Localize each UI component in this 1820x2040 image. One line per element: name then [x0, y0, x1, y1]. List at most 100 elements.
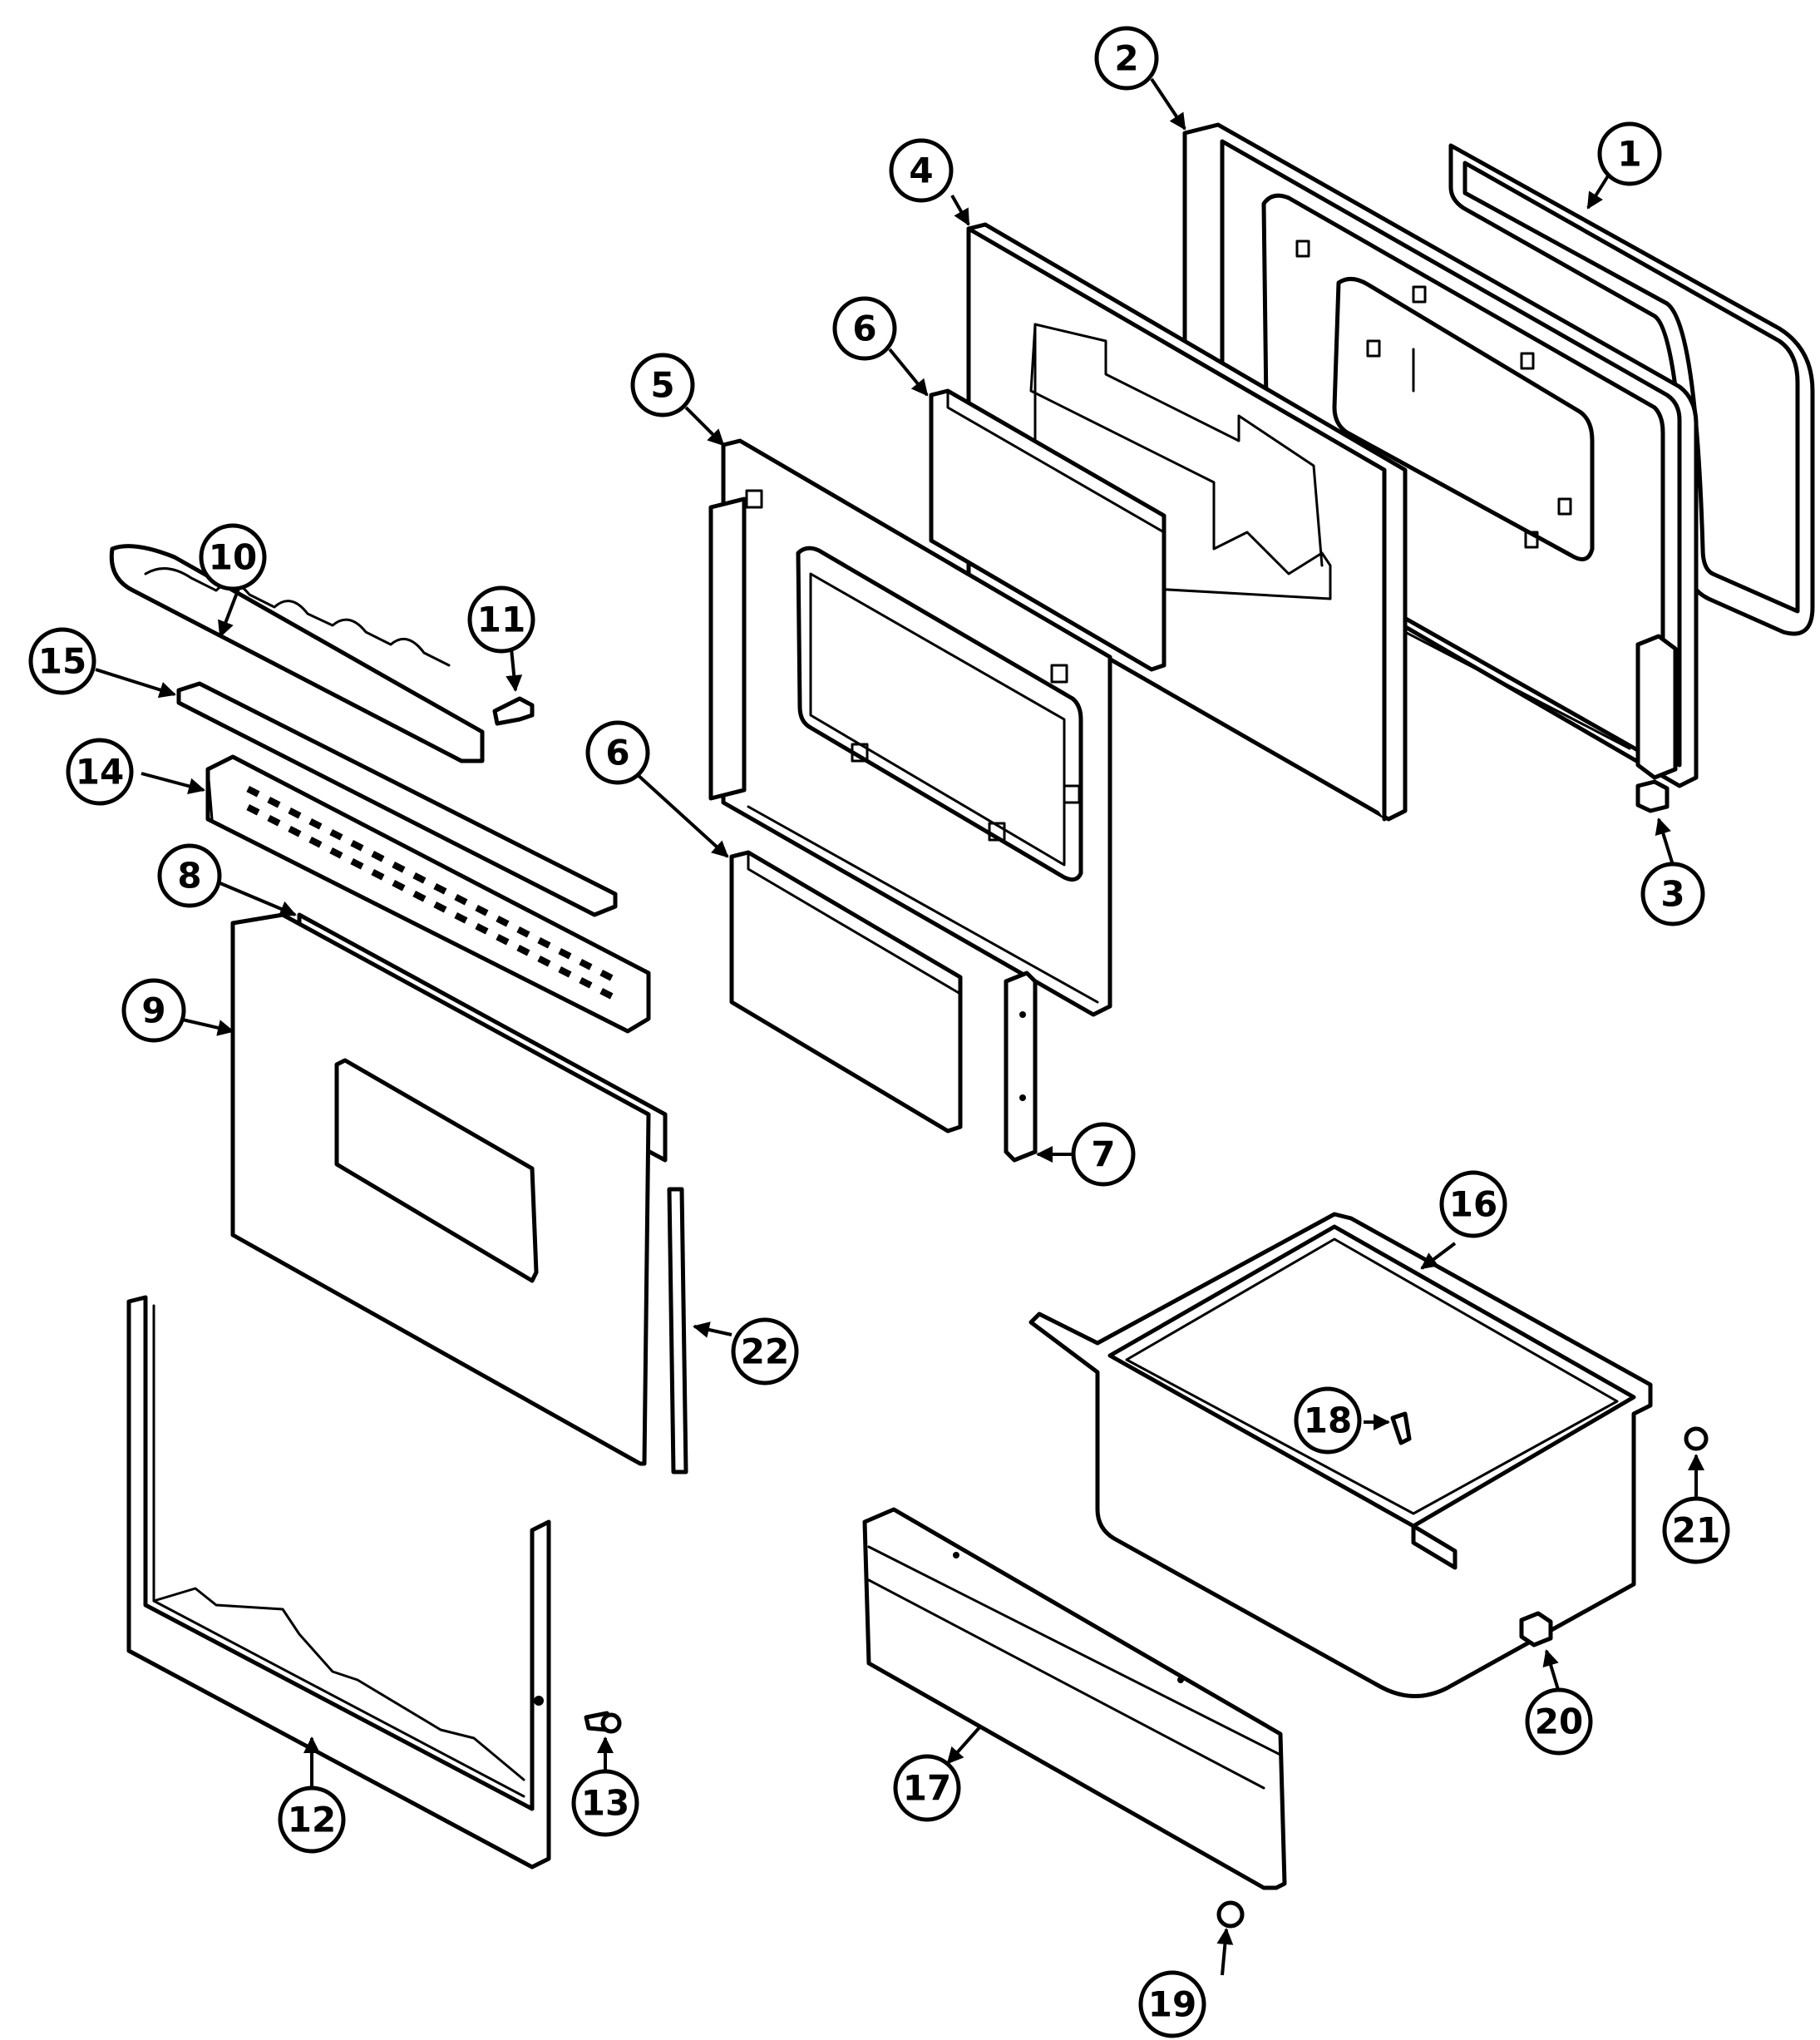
- part-5-door-liner: [708, 438, 1112, 1017]
- part-10-door-handle: [109, 544, 485, 763]
- svg-text:5: 5: [650, 365, 674, 406]
- svg-text:8: 8: [177, 856, 201, 897]
- svg-text:21: 21: [1672, 1510, 1720, 1551]
- vent-slot: [350, 839, 364, 852]
- svg-text:1: 1: [1617, 134, 1641, 175]
- svg-text:17: 17: [903, 1768, 951, 1809]
- callout-10: 10: [199, 523, 267, 591]
- svg-text:16: 16: [1449, 1184, 1497, 1225]
- callout-9: 9: [121, 978, 186, 1043]
- part-6-upper-glass: [929, 388, 1166, 672]
- callout-1: 1: [1597, 121, 1662, 186]
- vent-slot: [433, 901, 447, 913]
- vent-slot: [496, 916, 510, 927]
- callout-19: 19: [1138, 1970, 1206, 2038]
- part-2-inner-door-frame: [1182, 122, 1699, 788]
- part-16-drawer: [1028, 1212, 1653, 1698]
- part-17-drawer-front: [862, 1507, 1287, 1890]
- svg-text:2: 2: [1114, 38, 1138, 79]
- vent-slot: [267, 815, 281, 827]
- vent-slot: [371, 869, 385, 881]
- svg-text:19: 19: [1148, 1984, 1196, 2025]
- part-15-trim-strip: [176, 681, 618, 917]
- vent-slot: [392, 880, 406, 892]
- part-20-clip: [1519, 1611, 1553, 1647]
- callout-20: 20: [1525, 1687, 1593, 1756]
- vent-slot: [496, 933, 510, 946]
- callout-17: 17: [893, 1754, 961, 1822]
- svg-text:10: 10: [209, 537, 257, 578]
- svg-text:3: 3: [1660, 874, 1684, 915]
- vent-slot: [412, 891, 427, 902]
- part-19-knob: [1216, 1900, 1245, 1929]
- vent-slot: [246, 785, 260, 798]
- callout-16: 16: [1439, 1170, 1507, 1238]
- vent-slot: [537, 956, 551, 967]
- part-7-hinge-bracket: [1004, 971, 1038, 1163]
- vent-slot: [329, 847, 343, 859]
- callout-7: 7: [1071, 1122, 1136, 1187]
- part-13-screw: [584, 1711, 622, 1734]
- vent-slot: [433, 883, 447, 895]
- vent-slot: [412, 872, 427, 884]
- part-21-glide: [1684, 1426, 1709, 1451]
- svg-text:20: 20: [1535, 1702, 1583, 1742]
- svg-text:14: 14: [76, 752, 124, 793]
- svg-text:18: 18: [1304, 1400, 1352, 1441]
- svg-text:13: 13: [581, 1783, 629, 1824]
- callout-12: 12: [278, 1786, 346, 1854]
- vent-slot: [371, 850, 385, 862]
- callout-5: 5: [630, 353, 695, 417]
- part-4-insulation-panel: [966, 222, 1408, 822]
- callout-6a: 6: [832, 296, 897, 361]
- svg-text:4: 4: [909, 151, 933, 191]
- svg-text:6: 6: [605, 733, 629, 773]
- vent-slot: [558, 966, 572, 978]
- callout-15: 15: [28, 627, 96, 695]
- part-12-door-frame: [126, 1295, 551, 1870]
- svg-text:22: 22: [741, 1331, 789, 1372]
- part-18-screw: [1390, 1411, 1412, 1445]
- vent-slot: [329, 829, 343, 841]
- vent-slot: [537, 937, 551, 949]
- vent-slot: [475, 905, 489, 916]
- leader-lines: [95, 77, 1704, 1976]
- part-14-vent-panel: [205, 754, 651, 1034]
- callout-21: 21: [1662, 1496, 1730, 1564]
- svg-text:6: 6: [852, 309, 876, 349]
- svg-text:15: 15: [38, 641, 86, 682]
- callout-3: 3: [1640, 862, 1705, 926]
- callout-13: 13: [571, 1769, 639, 1837]
- vent-slot: [516, 945, 530, 956]
- callout-8: 8: [157, 843, 222, 908]
- vent-slot: [579, 976, 593, 989]
- vent-slot: [246, 803, 260, 816]
- callout-11: 11: [467, 585, 535, 654]
- vent-slot: [267, 796, 281, 808]
- part-11-screw: [492, 696, 535, 726]
- callout-14: 14: [66, 738, 134, 806]
- vent-slot: [454, 912, 468, 924]
- vent-slot: [350, 858, 364, 870]
- part-22-side-trim: [667, 1187, 688, 1474]
- vent-slot: [392, 862, 406, 873]
- vent-slot: [516, 926, 530, 938]
- svg-text:11: 11: [477, 600, 525, 640]
- callout-22: 22: [731, 1317, 799, 1386]
- vent-slot: [475, 923, 489, 935]
- svg-text:9: 9: [141, 990, 165, 1031]
- part-6-lower-glass: [729, 850, 963, 1134]
- callout-4: 4: [889, 138, 954, 203]
- vent-slot: [308, 836, 323, 848]
- svg-text:12: 12: [288, 1800, 336, 1840]
- vent-slot: [308, 817, 323, 830]
- vent-slot: [288, 808, 302, 819]
- vent-slot: [579, 958, 593, 971]
- callout-2: 2: [1094, 26, 1159, 91]
- part-3-clip: [1635, 779, 1670, 813]
- svg-text:7: 7: [1091, 1134, 1115, 1175]
- vent-slot: [558, 948, 572, 960]
- callout-18: 18: [1294, 1386, 1362, 1455]
- callout-6b: 6: [585, 720, 650, 785]
